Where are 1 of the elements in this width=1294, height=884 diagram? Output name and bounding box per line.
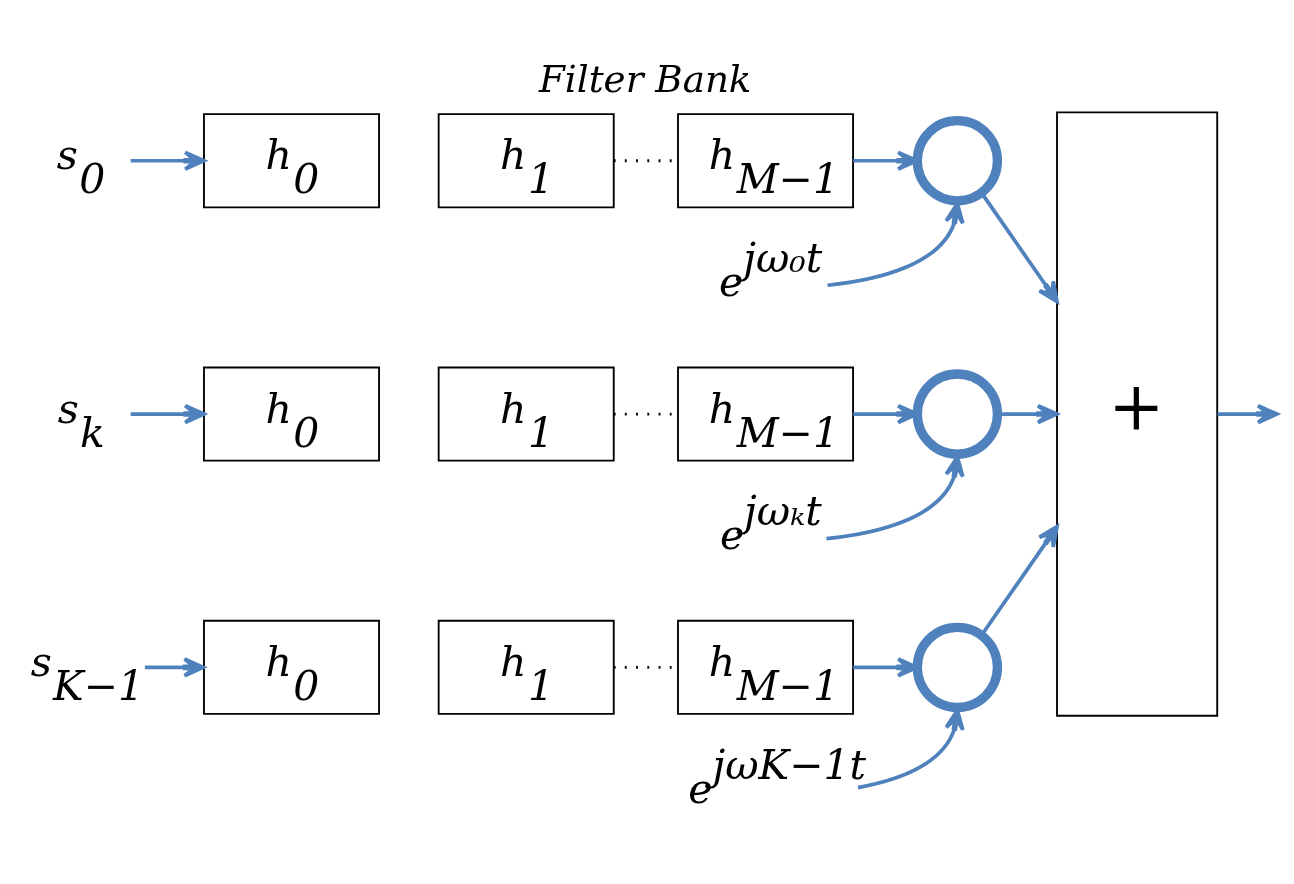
diagram-title: Filter Bank — [538, 56, 752, 101]
